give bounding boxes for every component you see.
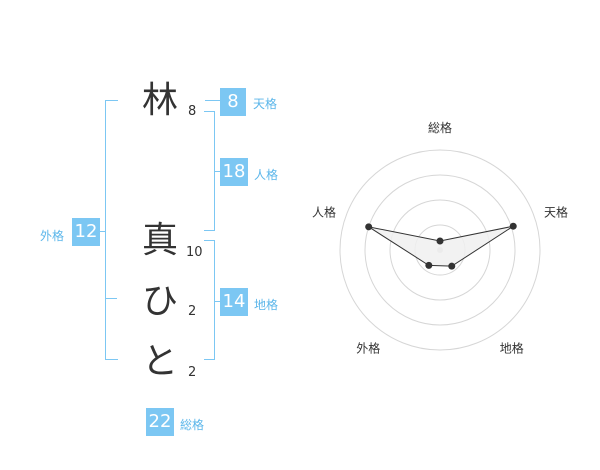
name-char-1: 林 (141, 80, 178, 121)
name-char-3: ひ (141, 281, 178, 322)
chikaku-bracket (204, 240, 215, 360)
gaikaku-label: 外格 (40, 229, 65, 243)
gaikaku-value: 12 (72, 218, 100, 246)
stroke-count-4: 2 (188, 365, 197, 380)
gaikaku-bracket (105, 100, 118, 360)
soukaku-value: 22 (146, 408, 174, 436)
stroke-count-2: 10 (186, 245, 203, 260)
radar-grid (339, 149, 541, 351)
name-char-4: と (141, 341, 178, 382)
stroke-count-3: 2 (188, 304, 197, 319)
radar-axis-label: 地格 (500, 341, 524, 356)
jinkaku-bracket (204, 111, 215, 231)
radar-axis-label: 人格 (312, 204, 336, 219)
radar-point-2 (509, 222, 517, 230)
tenkaku-connector (205, 100, 220, 101)
radar-shape (365, 222, 517, 270)
chikaku-connector (215, 301, 220, 302)
gaikaku-bracket-stub (105, 298, 117, 299)
radar-ring-3 (364, 174, 516, 326)
radar-axis-label: 外格 (356, 341, 380, 356)
jinkaku-label: 人格 (254, 168, 279, 182)
jinkaku-value: 18 (220, 158, 248, 186)
radar-ring-4 (339, 149, 541, 351)
radar-polygon (368, 225, 514, 267)
radar-point-5 (365, 223, 373, 231)
name-char-2: 真 (141, 220, 178, 261)
radar-point-4 (425, 261, 433, 269)
tenkaku-value: 8 (220, 88, 246, 116)
chikaku-value: 14 (220, 288, 248, 316)
tenkaku-label: 天格 (253, 97, 278, 111)
radar-point-3 (448, 262, 456, 270)
radar-axis-label: 天格 (544, 204, 568, 219)
jinkaku-connector (215, 171, 220, 172)
chikaku-label: 地格 (254, 298, 279, 312)
radar-ring-2 (389, 199, 491, 301)
radar-point-1 (436, 237, 444, 245)
soukaku-label: 総格 (180, 418, 205, 432)
radar-axis-label: 総格 (428, 120, 452, 135)
stroke-count-1: 8 (188, 104, 197, 119)
gaikaku-connector (100, 231, 105, 232)
